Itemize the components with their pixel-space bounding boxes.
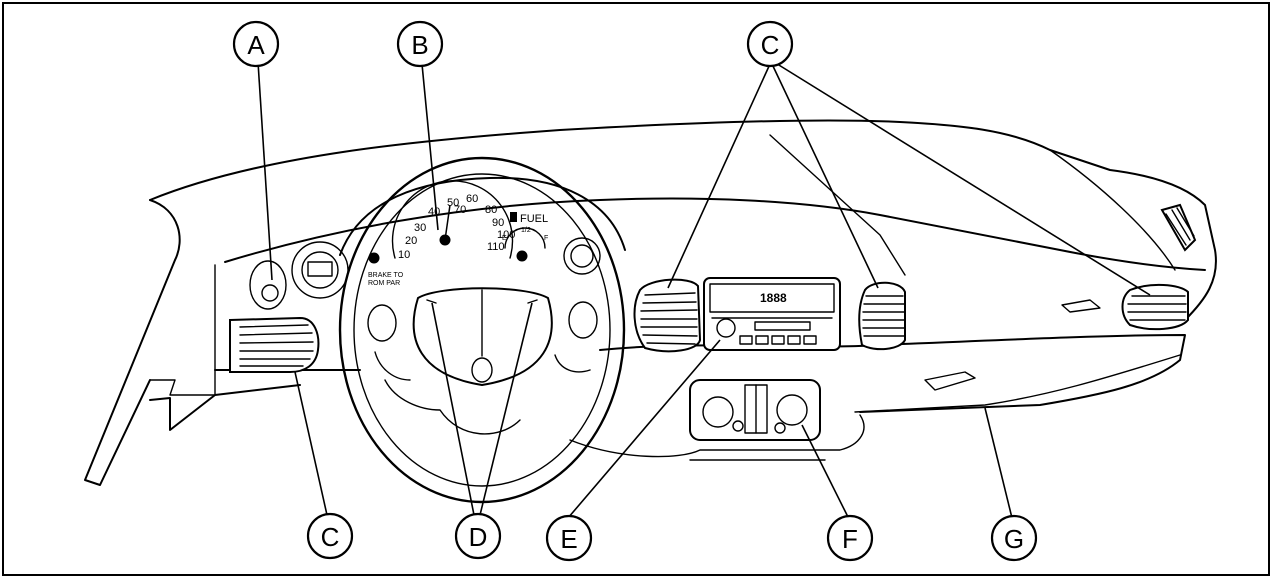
- callout-A: A: [234, 22, 278, 66]
- callout-F: F: [828, 516, 872, 560]
- center-left-vent: [635, 280, 700, 352]
- svg-text:E: E: [560, 524, 577, 554]
- svg-text:A: A: [247, 30, 265, 60]
- radio-unit: 1888: [704, 278, 840, 350]
- figure-border: [3, 3, 1269, 575]
- svg-text:110: 110: [487, 241, 505, 253]
- svg-text:E: E: [502, 235, 507, 242]
- callout-D: D: [456, 514, 500, 558]
- left-gauge-hub: [369, 253, 380, 264]
- svg-text:FUEL: FUEL: [520, 213, 548, 225]
- svg-text:1/2: 1/2: [521, 227, 531, 234]
- svg-text:1888: 1888: [760, 291, 787, 305]
- svg-text:30: 30: [414, 222, 426, 234]
- brake-warning-label-2: ROM PAR: [368, 280, 400, 287]
- left-lower-panel: [150, 385, 300, 430]
- callout-C-bottom: C: [308, 514, 352, 558]
- brake-warning-label: BRAKE TO: [368, 272, 404, 279]
- svg-text:C: C: [321, 522, 340, 552]
- callout-B: B: [398, 22, 442, 66]
- right-vent: [1123, 285, 1189, 329]
- svg-text:D: D: [469, 522, 488, 552]
- svg-text:F: F: [544, 235, 548, 242]
- callout-C-top: C: [748, 22, 792, 66]
- svg-text:80: 80: [485, 204, 497, 216]
- svg-text:C: C: [761, 30, 780, 60]
- left-pillar: [85, 200, 180, 485]
- center-right-vent: [859, 283, 905, 349]
- right-spoke-buttons: [569, 302, 597, 338]
- climate-control-panel: [690, 380, 820, 440]
- left-switch-dial: [292, 242, 348, 298]
- svg-text:60: 60: [466, 193, 478, 205]
- svg-text:40: 40: [428, 206, 440, 218]
- left-door-edge: [100, 265, 215, 485]
- svg-text:B: B: [411, 30, 428, 60]
- glovebox-handle: [925, 372, 975, 390]
- callout-G: G: [992, 516, 1036, 560]
- glovebox-outline: [855, 355, 1180, 412]
- svg-text:G: G: [1004, 524, 1024, 554]
- callout-E: E: [547, 516, 591, 560]
- svg-text:90: 90: [492, 217, 504, 229]
- speedometer: 40 50 60 70 80 30 90 20 100 10 110: [392, 181, 515, 261]
- svg-text:10: 10: [398, 249, 410, 261]
- dash-crease: [770, 135, 905, 275]
- left-spoke-buttons: [368, 305, 396, 341]
- svg-text:F: F: [842, 524, 858, 554]
- headlamp-knob: [262, 285, 278, 301]
- svg-text:20: 20: [405, 235, 417, 247]
- passenger-airbag-symbol: [1062, 300, 1100, 312]
- svg-text:70: 70: [454, 204, 466, 216]
- left-switch-buttons: [308, 262, 332, 276]
